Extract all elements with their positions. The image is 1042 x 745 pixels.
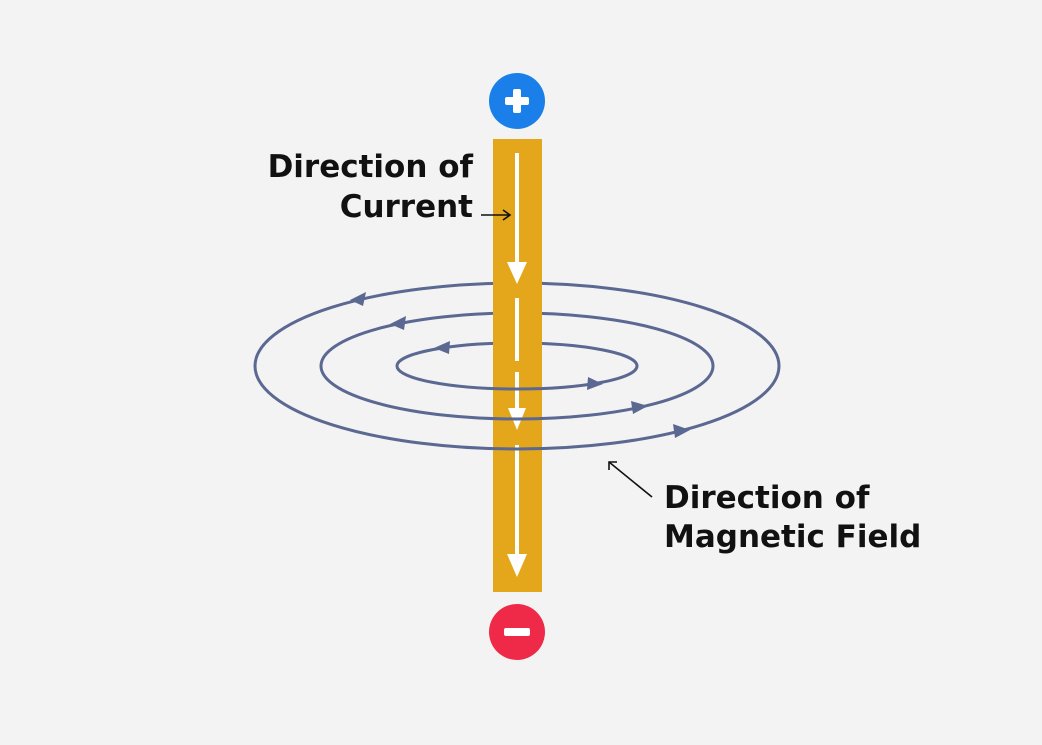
field-line-middle-front: [319, 365, 715, 421]
current-label-line2: Current: [340, 189, 473, 225]
arrowhead-outer-left: [350, 292, 366, 306]
arrowhead-inner-right: [587, 377, 603, 390]
field-pointer-arrow: [608, 461, 653, 498]
plus-terminal-icon: [489, 73, 545, 129]
minus-terminal-icon: [489, 604, 545, 660]
field-label-line1: Direction of: [664, 480, 870, 516]
arrowhead-outer-right: [673, 424, 690, 438]
field-line-outer-front: [253, 365, 781, 451]
field-arrowheads: [350, 292, 690, 438]
arrowhead-middle-left: [390, 316, 406, 330]
arrowhead-inner-left: [434, 341, 450, 354]
arrowhead-middle-right: [631, 401, 648, 414]
current-pointer-arrow: [481, 209, 512, 221]
field-label-line2: Magnetic Field: [664, 519, 921, 555]
field-lines-front: [253, 365, 781, 451]
current-label-line1: Direction of: [268, 149, 474, 185]
field-line-inner-front: [395, 365, 639, 391]
